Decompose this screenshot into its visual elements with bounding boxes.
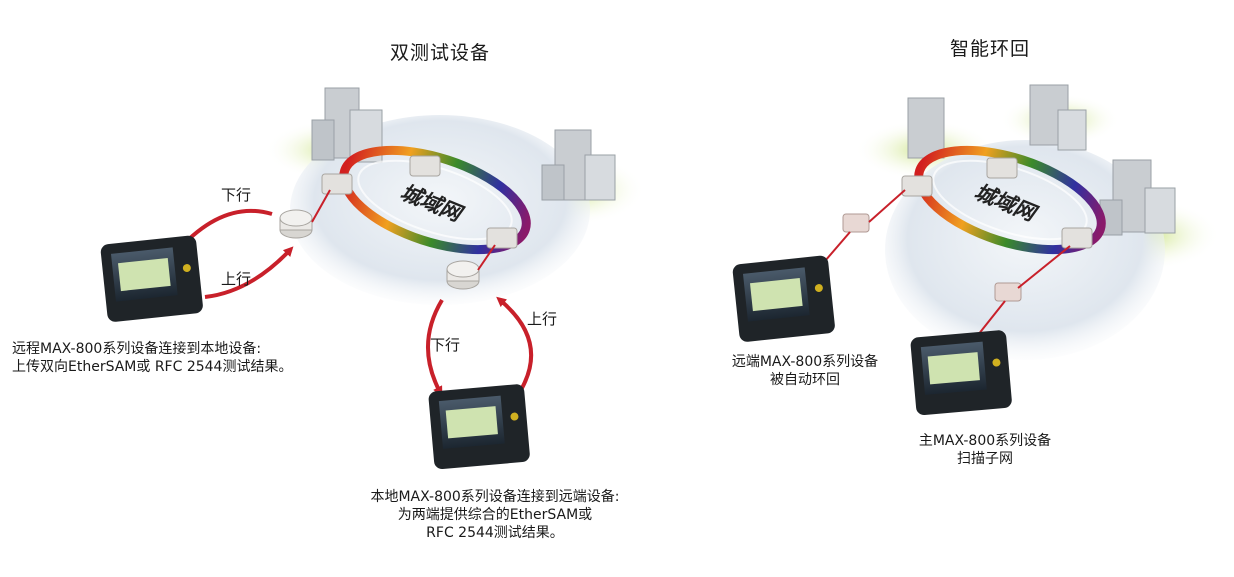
tablet-device-icon bbox=[732, 255, 835, 342]
uplink-label: 上行 bbox=[527, 310, 558, 328]
tablet-device-icon bbox=[428, 384, 530, 470]
caption-line: RFC 2544测试结果。 bbox=[426, 525, 564, 541]
metro-ring bbox=[914, 145, 1106, 255]
main-device-caption: 主MAX-800系列设备 扫描子网 bbox=[895, 432, 1075, 468]
remote-loopback-caption: 远端MAX-800系列设备 被自动环回 bbox=[710, 353, 900, 389]
uplink-arrow bbox=[496, 296, 534, 389]
caption-line: 上传双向EtherSAM或 RFC 2544测试结果。 bbox=[12, 359, 293, 375]
network-link bbox=[311, 189, 331, 223]
caption-line: 扫描子网 bbox=[957, 451, 1013, 467]
local-device-caption: 本地MAX-800系列设备连接到远端设备: 为两端提供综合的EtherSAM或 … bbox=[345, 488, 645, 542]
network-link bbox=[477, 244, 496, 271]
switch-icon bbox=[901, 175, 933, 197]
panel-title: 智能环回 bbox=[949, 38, 1030, 60]
downlink-label: 下行 bbox=[430, 336, 461, 354]
building-icon bbox=[541, 129, 616, 201]
caption-line: 本地MAX-800系列设备连接到远端设备: bbox=[370, 489, 620, 505]
metro-ring bbox=[339, 145, 531, 255]
router-icon bbox=[279, 209, 313, 239]
switch-icon bbox=[986, 157, 1018, 179]
right-network-scene bbox=[732, 84, 1220, 416]
caption-line: 远程MAX-800系列设备连接到本地设备: bbox=[12, 341, 262, 357]
downlink-label: 下行 bbox=[221, 186, 252, 204]
caption-line: 被自动环回 bbox=[770, 372, 840, 388]
downlink-arrow bbox=[426, 298, 444, 397]
uplink-label: 上行 bbox=[221, 270, 252, 288]
switch-icon bbox=[1061, 227, 1093, 249]
router-icon bbox=[446, 260, 480, 290]
small-switch-icon bbox=[994, 282, 1022, 302]
left-network-scene bbox=[100, 87, 645, 470]
uplink-arrow bbox=[204, 246, 294, 299]
remote-device-caption: 远程MAX-800系列设备连接到本地设备: 上传双向EtherSAM或 RFC … bbox=[12, 340, 292, 376]
tablet-device-icon bbox=[100, 235, 203, 322]
building-icon bbox=[1099, 159, 1176, 236]
switch-icon bbox=[486, 227, 518, 249]
switch-icon bbox=[409, 155, 441, 177]
building-icon bbox=[1029, 84, 1087, 151]
building-icon bbox=[907, 97, 945, 159]
small-switch-icon bbox=[842, 213, 870, 233]
caption-line: 为两端提供综合的EtherSAM或 bbox=[397, 507, 593, 523]
network-link bbox=[1017, 245, 1071, 289]
switch-icon bbox=[321, 173, 353, 195]
network-link bbox=[868, 189, 906, 223]
caption-line: 远端MAX-800系列设备 bbox=[731, 354, 879, 370]
panel-title: 双测试设备 bbox=[389, 42, 490, 64]
caption-line: 主MAX-800系列设备 bbox=[918, 433, 1052, 449]
tablet-device-icon bbox=[910, 330, 1012, 416]
